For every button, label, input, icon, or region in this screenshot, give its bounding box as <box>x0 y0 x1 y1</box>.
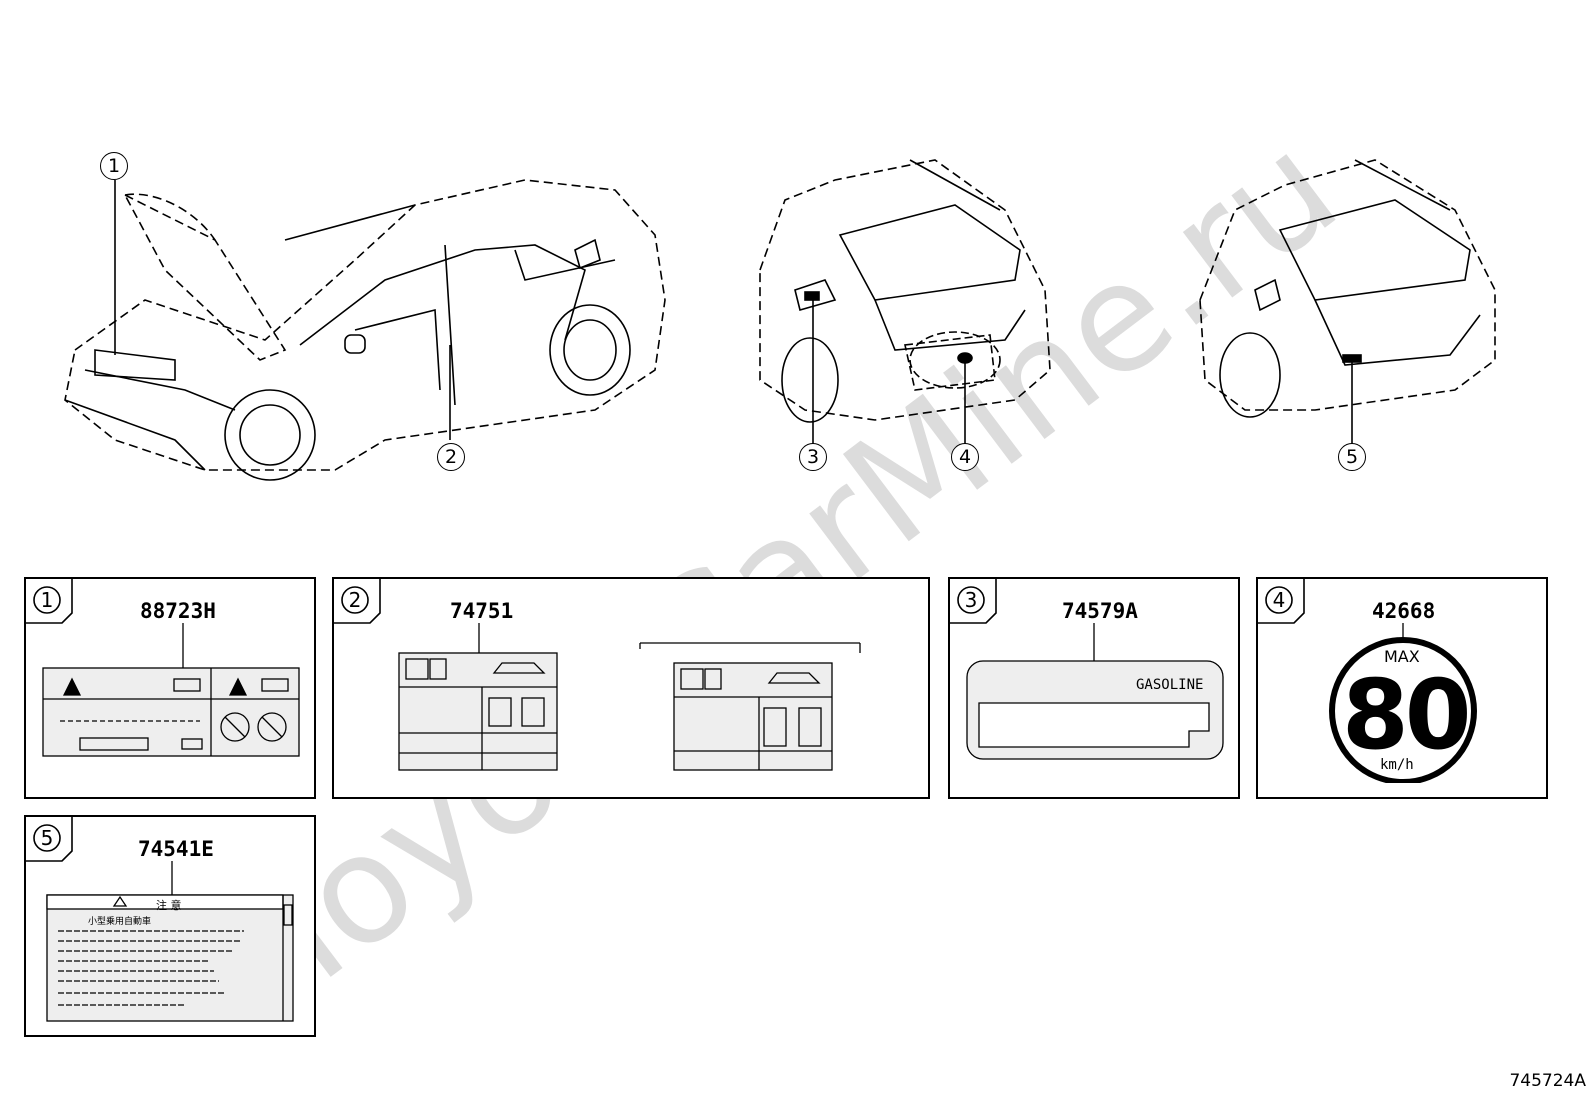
callout-2: 2 <box>437 443 465 471</box>
tire-pressure-label-illustration <box>398 623 861 771</box>
speed-unit-text: km/h <box>1380 757 1414 773</box>
panel-number: 2 <box>348 588 362 612</box>
callout-5: 5 <box>1338 443 1366 471</box>
panel-tag: 4 <box>1258 579 1306 625</box>
caution-label-illustration <box>46 861 294 1022</box>
panel-1: 1 88723H <box>24 577 316 799</box>
part-number: 42668 <box>1372 599 1436 623</box>
max-text: MAX <box>1384 647 1420 666</box>
fuel-label-illustration <box>966 623 1224 760</box>
panel-number: 5 <box>40 826 54 850</box>
hatchback-rear-view-illustration-left <box>759 159 1051 445</box>
panel-number: 1 <box>40 588 54 612</box>
speed-value-text: 80 <box>1342 659 1472 771</box>
fuel-type-text: GASOLINE <box>1136 677 1204 693</box>
panel-4: 4 42668 MAX 80 km/h <box>1256 577 1548 799</box>
speed-limit-label-illustration <box>1329 623 1477 783</box>
sedan-front-view-illustration <box>64 179 666 481</box>
part-number: 74579A <box>1062 599 1138 623</box>
panel-tag: 3 <box>950 579 998 625</box>
panel-tag: 5 <box>26 817 74 863</box>
panel-tag: 2 <box>334 579 382 625</box>
callout-3: 3 <box>799 443 827 471</box>
figure-id: 745724A <box>1509 1071 1586 1091</box>
part-number: 88723H <box>140 599 216 623</box>
warning-label-illustration <box>42 623 300 757</box>
caution-header-text: 注 意 <box>156 899 182 912</box>
panel-3: 3 74579A GASOLINE <box>948 577 1240 799</box>
panel-5: 5 74541E 注 意 小型乗用自動車 <box>24 815 316 1037</box>
callout-1: 1 <box>100 152 128 180</box>
panel-tag: 1 <box>26 579 74 625</box>
panel-number: 3 <box>964 588 978 612</box>
part-number: 74541E <box>138 837 214 861</box>
panel-2: 2 74751 <box>332 577 930 799</box>
callout-4: 4 <box>951 443 979 471</box>
caution-subtitle-text: 小型乗用自動車 <box>88 917 152 927</box>
hatchback-rear-view-illustration-right <box>1199 159 1496 445</box>
part-number: 74751 <box>450 599 514 623</box>
panel-number: 4 <box>1272 588 1286 612</box>
